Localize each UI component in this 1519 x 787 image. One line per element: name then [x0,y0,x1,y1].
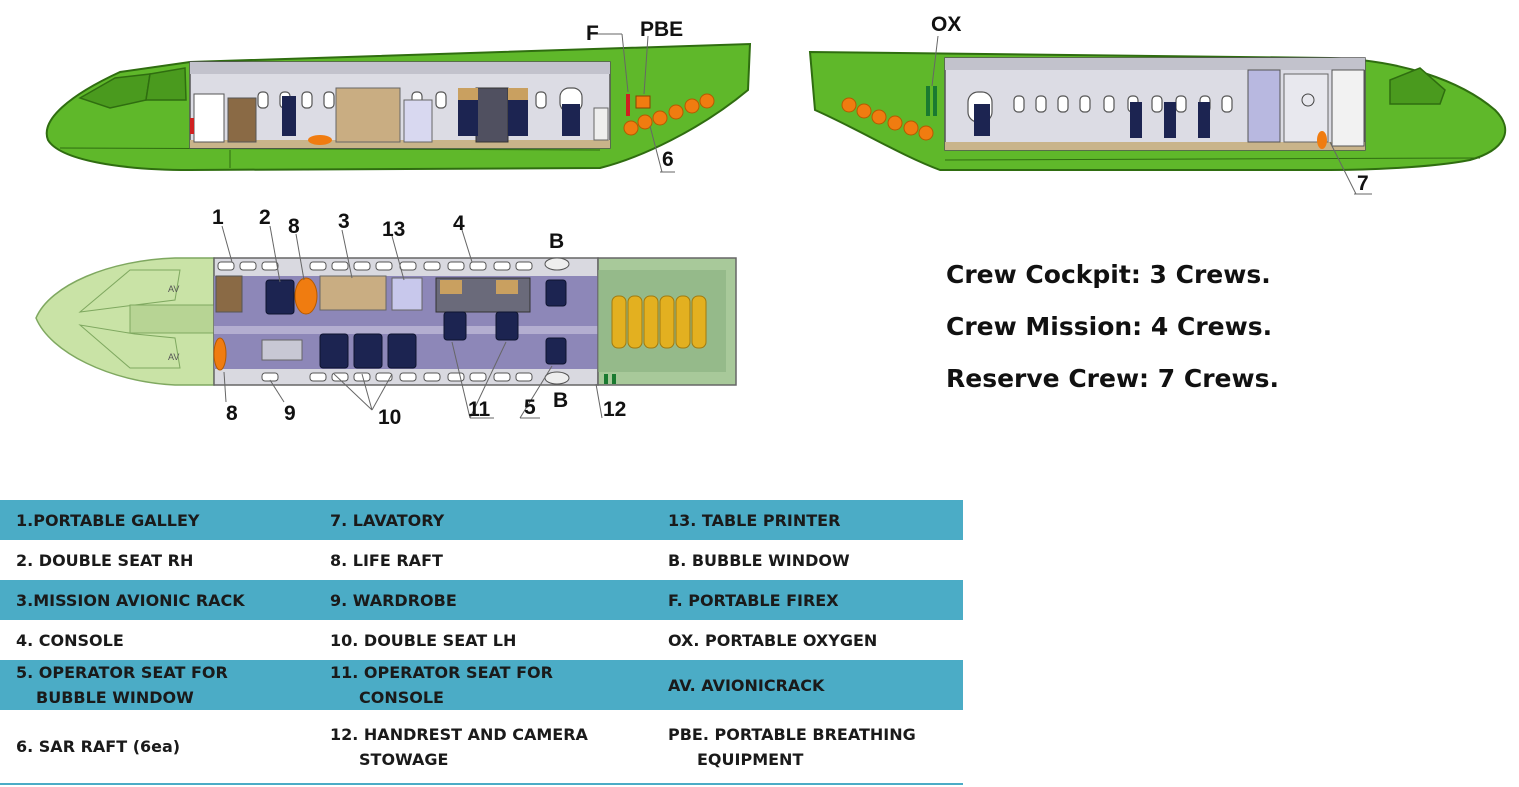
callout-b-bottom: B [553,389,568,412]
legend-text: STOWAGE [359,749,449,769]
legend-cell: F. PORTABLE FIREX [652,580,963,620]
legend-cell: 9. WARDROBE [314,580,652,620]
cabin-plan-view: AV AV 1 2 8 3 13 4 B 8 9 10 11 5 B 12 [35,206,737,429]
callout-12: 12 [603,398,626,421]
legend-cell: 1.PORTABLE GALLEY [0,500,314,540]
legend-row: 6. SAR RAFT (6ea) 12. HANDREST AND CAMERA… [0,710,963,785]
sar-rafts [623,93,715,136]
bubble-window-top [544,257,570,271]
callout-10: 10 [378,406,401,429]
legend-text: 1.PORTABLE GALLEY [16,510,200,530]
legend-text: 9. WARDROBE [330,590,457,610]
forward-fuselage-side-view: F PBE 6 [45,18,752,173]
aft-fuselage-side-view: OX 7 [808,13,1507,195]
callout-3: 3 [338,210,350,233]
crew-cockpit: Crew Cockpit: 3 Crews. [946,260,1271,289]
legend-text: B. BUBBLE WINDOW [668,550,850,570]
crew-reserve: Reserve Crew: 7 Crews. [946,364,1279,393]
legend-text: 13. TABLE PRINTER [668,510,841,530]
legend-cell: 3.MISSION AVIONIC RACK [0,580,314,620]
legend-text: PBE. PORTABLE BREATHING [668,724,916,744]
bubble-window-bottom [544,371,570,385]
legend-cell: 5. OPERATOR SEAT FOR BUBBLE WINDOW [0,660,314,710]
legend-row: 3.MISSION AVIONIC RACK 9. WARDROBE F. PORT… [0,580,963,620]
table-printer [391,277,423,311]
legend-table: 1.PORTABLE GALLEY 7. LAVATORY 13. TABLE PR… [0,500,963,785]
legend-cell: PBE. PORTABLE BREATHING EQUIPMENT [652,710,963,785]
portable-galley [215,275,243,313]
legend-text: BUBBLE WINDOW [36,688,194,707]
legend-text: 7. LAVATORY [330,510,445,530]
legend-text: 3.MISSION AVIONIC RACK [16,590,245,610]
legend-text: 5. OPERATOR SEAT FOR [16,663,228,682]
pbe-box [635,95,651,109]
legend-cell: B. BUBBLE WINDOW [652,540,963,580]
callout-ox: OX [931,13,961,36]
window-row-bottom [261,372,533,382]
sar-rafts-aft [841,97,934,141]
legend-text: 12. HANDREST AND CAMERA [330,724,588,744]
label-av-top: AV [168,284,179,294]
legend-text: 6. SAR RAFT (6ea) [16,737,181,756]
window-row-top [217,261,533,271]
legend-text: AV. AVIONICRACK [668,675,825,695]
legend-text: CONSOLE [359,688,444,707]
callout-5: 5 [524,396,536,419]
callout-f: F [586,22,599,45]
legend-row: 4. CONSOLE 10. DOUBLE SEAT LH OX. PORTABLE… [0,620,963,660]
legend-cell: 6. SAR RAFT (6ea) [0,710,314,785]
legend-cell: 4. CONSOLE [0,620,314,660]
legend-cell: AV. AVIONICRACK [652,660,963,710]
label-av-bottom: AV [168,352,179,362]
legend-cell: 10. DOUBLE SEAT LH [314,620,652,660]
firex-bottle [626,94,630,116]
life-raft-1 [294,277,318,315]
legend-cell: 13. TABLE PRINTER [652,500,963,540]
life-raft-2 [213,337,227,371]
legend-text: EQUIPMENT [697,749,804,769]
oxygen-bottle-1 [926,86,930,116]
crew-mission: Crew Mission: 4 Crews. [946,312,1273,341]
legend-cell: 7. LAVATORY [314,500,652,540]
legend-row: 1.PORTABLE GALLEY 7. LAVATORY 13. TABLE PR… [0,500,963,540]
wardrobe [261,339,303,361]
legend-text: 10. DOUBLE SEAT LH [330,630,517,650]
legend-text: 2. DOUBLE SEAT RH [16,550,194,570]
mission-avionic-rack [319,275,387,311]
legend-text: OX. PORTABLE OXYGEN [668,630,878,650]
sar-rafts-plan [611,295,707,349]
legend-cell: OX. PORTABLE OXYGEN [652,620,963,660]
oxygen-bottle-2 [933,86,937,116]
legend-cell: 12. HANDREST AND CAMERA STOWAGE [314,710,652,785]
callout-11: 11 [468,398,491,421]
seats [265,279,567,369]
callout-1: 1 [212,206,224,229]
legend-row: 2. DOUBLE SEAT RH 8. LIFE RAFT B. BUBBLE W… [0,540,963,580]
callout-pbe: PBE [640,18,683,41]
callout-13: 13 [382,218,405,241]
callout-4: 4 [453,212,465,235]
legend-text: 4. CONSOLE [16,630,124,650]
callout-7: 7 [1357,172,1369,195]
legend-cell: 8. LIFE RAFT [314,540,652,580]
callout-8-bottom: 8 [226,402,238,425]
legend-text: 11. OPERATOR SEAT FOR [330,663,553,682]
legend-cell: 2. DOUBLE SEAT RH [0,540,314,580]
callout-8-top: 8 [288,215,300,238]
legend-cell: 11. OPERATOR SEAT FOR CONSOLE [314,660,652,710]
callout-6: 6 [662,148,674,171]
legend-text: 8. LIFE RAFT [330,550,443,570]
callout-b-top: B [549,230,564,253]
callout-9: 9 [284,402,296,425]
legend-row: 5. OPERATOR SEAT FOR BUBBLE WINDOW 11. OPE… [0,660,963,710]
legend-text: F. PORTABLE FIREX [668,590,839,610]
callout-2: 2 [259,206,271,229]
